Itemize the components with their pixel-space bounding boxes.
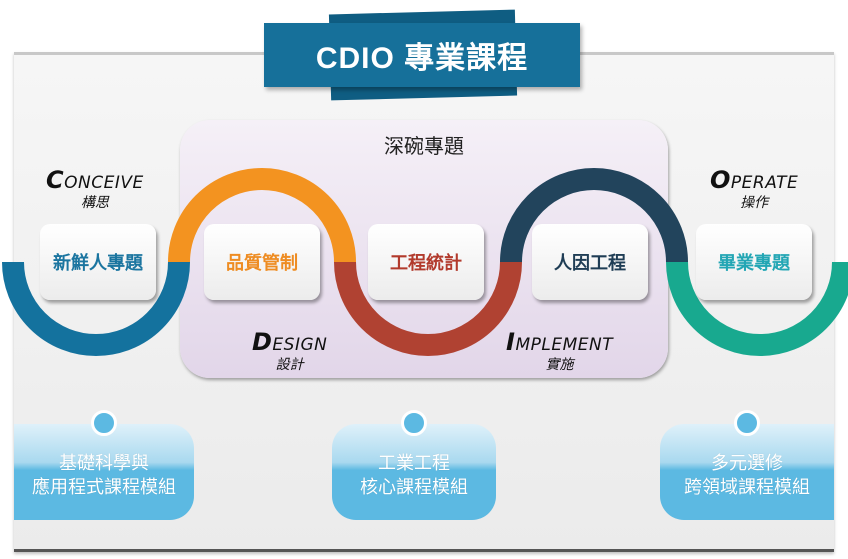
phase-rest: PERATE: [730, 173, 799, 193]
phase-cap: I: [506, 328, 516, 356]
phase-implement: IMPLEMENT 實施: [506, 328, 613, 374]
module-line1: 工業工程: [378, 453, 450, 474]
module-line2: 應用程式課程模組: [32, 477, 176, 498]
deep-project-title: 深碗專題: [384, 134, 464, 158]
course-quality-control[interactable]: 品質管制: [204, 224, 320, 300]
phase-design: DESIGN 設計: [252, 328, 327, 374]
wave-arc-design-implement: [334, 261, 522, 356]
course-freshman-project[interactable]: 新鮮人專題: [40, 224, 156, 300]
phase-zh: 設計: [275, 357, 304, 373]
phase-zh: 實施: [545, 357, 574, 373]
module-dot-icon: [401, 410, 427, 436]
course-human-factors[interactable]: 人因工程: [532, 224, 648, 300]
wave-arc-conceive: [2, 261, 190, 356]
course-capstone-project[interactable]: 畢業專題: [696, 224, 812, 300]
module-line2: 核心課程模組: [360, 477, 468, 498]
phase-zh: 構思: [80, 195, 109, 211]
module-interdisciplinary[interactable]: 多元選修 跨領域課程模組: [660, 410, 834, 520]
module-basic-science[interactable]: 基礎科學與 應用程式課程模組: [14, 410, 194, 520]
page-title: CDIO 專業課程: [315, 42, 529, 75]
module-line2: 跨領域課程模組: [684, 477, 810, 498]
phase-rest: ESIGN: [272, 335, 328, 355]
wave-arc-design: [168, 168, 356, 263]
phase-zh: 操作: [740, 195, 769, 211]
title-banner: CDIO 專業課程: [264, 23, 580, 87]
course-engineering-statistics[interactable]: 工程統計: [368, 224, 484, 300]
module-dot-icon: [734, 410, 760, 436]
wave-arc-operate: [666, 261, 848, 356]
module-ie-core[interactable]: 工業工程 核心課程模組: [332, 410, 496, 520]
phase-rest: MPLEMENT: [515, 335, 614, 355]
phase-rest: ONCEIVE: [64, 173, 144, 193]
module-line1: 多元選修: [711, 453, 783, 474]
phase-conceive: CONCEIVE 構思: [46, 166, 144, 212]
phase-operate: OPERATE 操作: [710, 166, 798, 212]
module-line1: 基礎科學與: [59, 453, 149, 474]
module-dot-icon: [91, 410, 117, 436]
phase-cap: O: [710, 166, 731, 194]
phase-cap: C: [46, 166, 65, 194]
phase-cap: D: [252, 328, 273, 356]
wave-arc-implement: [500, 168, 688, 263]
